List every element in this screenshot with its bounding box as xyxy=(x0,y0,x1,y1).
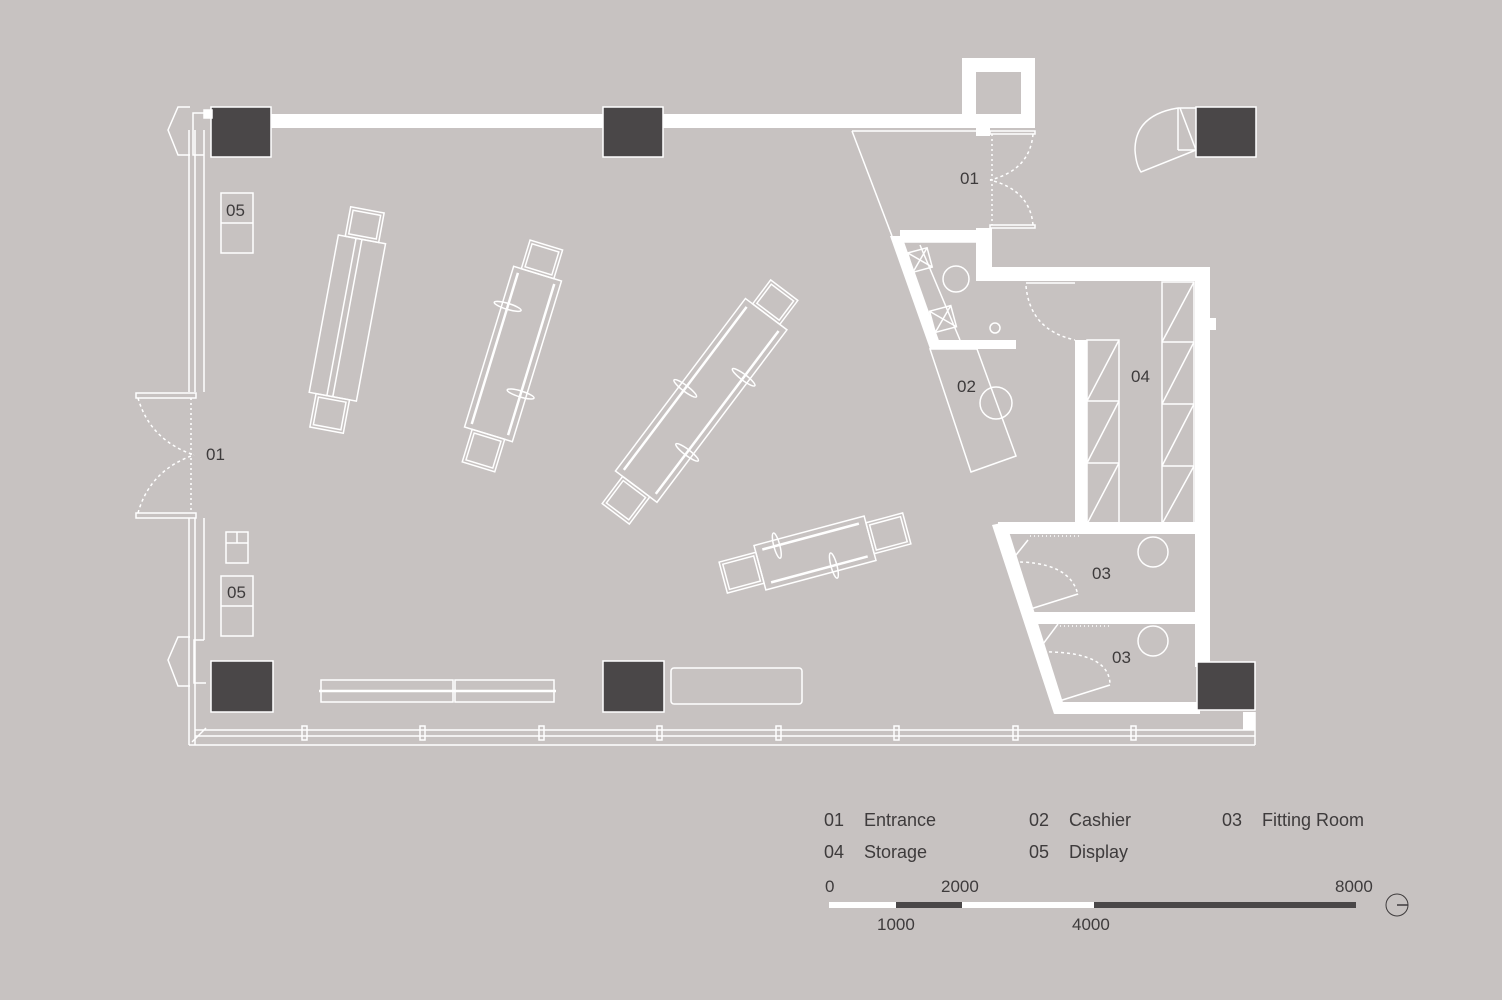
scale-bar xyxy=(829,893,1409,917)
column xyxy=(210,660,274,713)
left-facade xyxy=(135,106,213,745)
bottom-facade xyxy=(189,712,1256,746)
scale-label-1000: 1000 xyxy=(877,915,915,934)
exterior-walls xyxy=(270,58,1216,714)
label-entrance-left: 01 xyxy=(206,445,225,464)
scale-label-8000: 8000 xyxy=(1335,877,1373,896)
label-display-lower: 05 xyxy=(227,583,246,602)
fitting-rooms xyxy=(1007,535,1169,704)
display-table-3 xyxy=(601,278,799,526)
column xyxy=(1196,661,1256,711)
room-labels: 01 01 02 04 03 03 05 05 xyxy=(206,169,1150,667)
scale-label-2000: 2000 xyxy=(941,877,979,896)
display-units-left xyxy=(220,192,254,637)
north-arrow-icon xyxy=(1385,893,1409,917)
label-fitting-upper: 03 xyxy=(1092,564,1111,583)
columns xyxy=(210,106,1257,713)
label-storage: 04 xyxy=(1131,367,1150,386)
cashier-angled-wall xyxy=(890,236,942,349)
label-cashier: 02 xyxy=(957,377,976,396)
bottom-benches xyxy=(319,667,803,705)
label-entrance-top: 01 xyxy=(960,169,979,188)
top-right-entrance xyxy=(851,107,1197,237)
column xyxy=(602,106,664,158)
display-table-1 xyxy=(308,205,387,435)
column xyxy=(1195,106,1257,158)
column xyxy=(602,660,665,713)
scale-label-0: 0 xyxy=(825,877,835,896)
column xyxy=(210,106,272,158)
scale-label-4000: 4000 xyxy=(1072,915,1110,934)
display-table-2 xyxy=(461,239,564,473)
display-table-4 xyxy=(718,512,912,594)
storage-area xyxy=(1025,281,1195,525)
label-display-upper: 05 xyxy=(226,201,245,220)
label-fitting-lower: 03 xyxy=(1112,648,1131,667)
cashier-area xyxy=(899,241,1017,473)
